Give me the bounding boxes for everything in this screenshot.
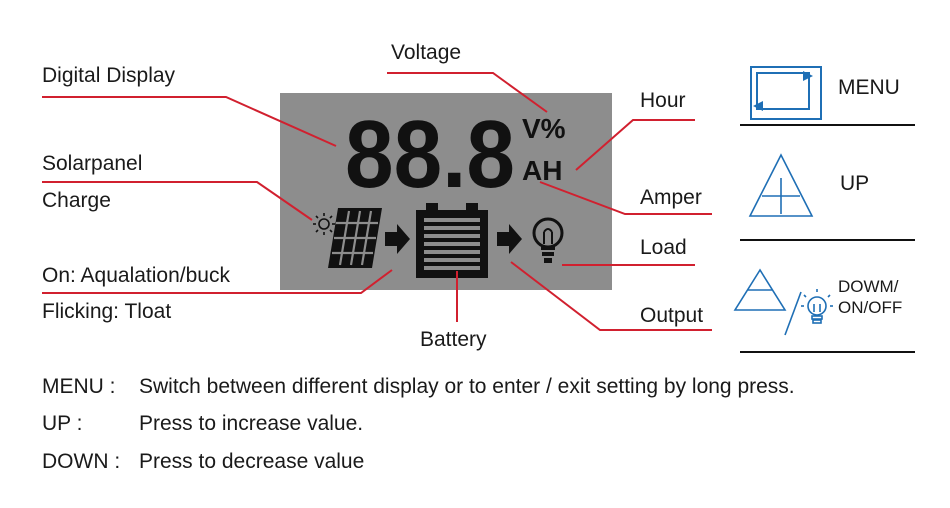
label-on-mode: On: Aqualation/buck xyxy=(42,264,230,287)
label-digital-display: Digital Display xyxy=(42,64,176,87)
lcd-unit-voltage-percent: V% xyxy=(522,113,566,144)
label-hour: Hour xyxy=(640,89,686,112)
label-flicking-mode: Flicking: Tloat xyxy=(42,300,172,323)
up-button-icon[interactable] xyxy=(748,153,814,217)
load-bulb-icon xyxy=(532,217,564,263)
callout-lines xyxy=(42,72,712,331)
menu-button-label: MENU xyxy=(838,76,900,99)
label-solarpanel: Solarpanel xyxy=(42,152,143,175)
callout-line-solarpanel xyxy=(42,181,313,221)
label-battery: Battery xyxy=(420,328,487,351)
description-text: Press to increase value. xyxy=(139,412,364,435)
callout-line-digital-display xyxy=(42,96,337,147)
label-amper: Amper xyxy=(640,186,702,209)
arrow-to-battery-icon xyxy=(385,224,410,254)
down-button-label-line2: ON/OFF xyxy=(838,298,903,317)
callout-line-voltage xyxy=(387,72,548,113)
up-button-label: UP xyxy=(840,172,870,195)
callout-line-charge-mode xyxy=(42,269,393,294)
menu-button-icon[interactable] xyxy=(750,66,822,120)
description-key: MENU : xyxy=(42,375,116,398)
battery-icon xyxy=(416,203,488,278)
description-text: Switch between different display or to e… xyxy=(139,375,795,398)
solar-panel-icon xyxy=(328,208,382,268)
description-key: UP : xyxy=(42,412,83,435)
down-button-label-line1: DOWM/ xyxy=(838,277,899,296)
description-text: Press to decrease value xyxy=(139,450,365,473)
label-load: Load xyxy=(640,236,687,259)
down-onoff-button-icon[interactable] xyxy=(733,268,833,336)
button-separators xyxy=(740,124,915,353)
callout-line-hour xyxy=(575,119,695,171)
callout-line-amper xyxy=(539,181,712,215)
sun-icon xyxy=(313,213,335,235)
label-charge: Charge xyxy=(42,189,111,212)
bulb-onoff-icon xyxy=(801,289,833,324)
lcd-unit-amp-hour: AH xyxy=(522,155,562,186)
label-voltage: Voltage xyxy=(391,41,462,64)
description-key: DOWN : xyxy=(42,450,121,473)
lcd-digits: 88.8 xyxy=(345,101,515,208)
callout-line-output xyxy=(510,261,712,331)
arrow-to-load-icon xyxy=(497,224,522,254)
label-output: Output xyxy=(640,304,704,327)
